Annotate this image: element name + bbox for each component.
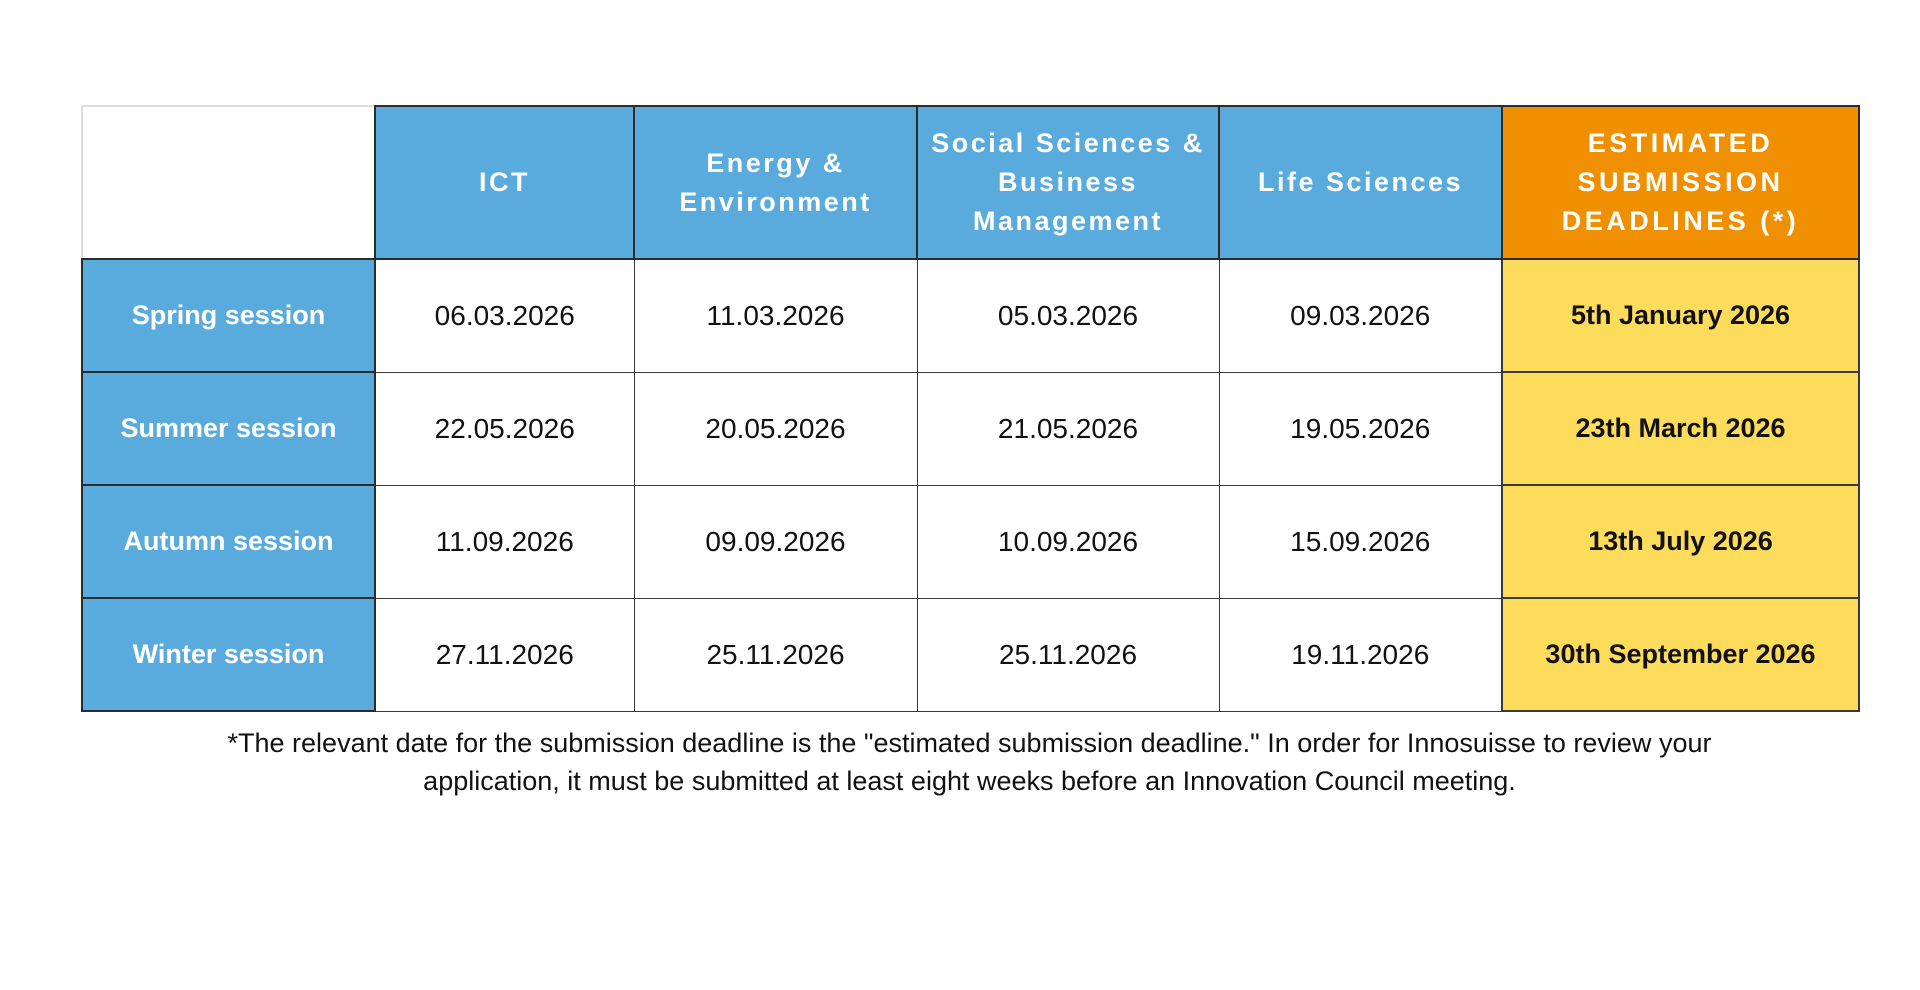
date-cell-autumn-social: 10.09.2026 xyxy=(916,484,1220,599)
row-header-spring-session: Spring session xyxy=(81,258,376,373)
date-cell-summer-social: 21.05.2026 xyxy=(916,371,1220,486)
column-header-estimated-deadlines: ESTIMATED SUBMISSION DEADLINES (*) xyxy=(1501,105,1860,260)
date-cell-autumn-energy: 09.09.2026 xyxy=(633,484,918,599)
table-row-autumn: Autumn session 11.09.2026 09.09.2026 10.… xyxy=(81,484,1860,599)
corner-cell xyxy=(81,105,376,260)
column-header-life-sciences: Life Sciences xyxy=(1218,105,1503,260)
date-cell-summer-ict: 22.05.2026 xyxy=(374,371,635,486)
date-cell-spring-life: 09.03.2026 xyxy=(1218,258,1503,373)
date-cell-summer-life: 19.05.2026 xyxy=(1218,371,1503,486)
footnote-line-2: application, it must be submitted at lea… xyxy=(423,766,1516,796)
date-cell-autumn-life: 15.09.2026 xyxy=(1218,484,1503,599)
session-deadlines-table: ICT Energy & Environment Social Sciences… xyxy=(81,105,1860,712)
date-cell-autumn-ict: 11.09.2026 xyxy=(374,484,635,599)
footnote: *The relevant date for the submission de… xyxy=(81,724,1858,800)
date-cell-winter-social: 25.11.2026 xyxy=(916,597,1220,712)
deadline-cell-autumn: 13th July 2026 xyxy=(1501,484,1860,599)
column-header-energy-environment: Energy & Environment xyxy=(633,105,918,260)
date-cell-spring-energy: 11.03.2026 xyxy=(633,258,918,373)
row-header-autumn-session: Autumn session xyxy=(81,484,376,599)
date-cell-summer-energy: 20.05.2026 xyxy=(633,371,918,486)
row-header-summer-session: Summer session xyxy=(81,371,376,486)
date-cell-winter-ict: 27.11.2026 xyxy=(374,597,635,712)
column-header-ict: ICT xyxy=(374,105,635,260)
deadline-cell-winter: 30th September 2026 xyxy=(1501,597,1860,712)
table-row-summer: Summer session 22.05.2026 20.05.2026 21.… xyxy=(81,371,1860,486)
deadlines-table-container: ICT Energy & Environment Social Sciences… xyxy=(81,105,1860,712)
table-row-spring: Spring session 06.03.2026 11.03.2026 05.… xyxy=(81,258,1860,373)
column-header-social-sciences-business: Social Sciences & Business Management xyxy=(916,105,1220,260)
row-header-winter-session: Winter session xyxy=(81,597,376,712)
table-header-row: ICT Energy & Environment Social Sciences… xyxy=(81,105,1860,260)
deadline-cell-summer: 23th March 2026 xyxy=(1501,371,1860,486)
table-row-winter: Winter session 27.11.2026 25.11.2026 25.… xyxy=(81,597,1860,712)
date-cell-spring-social: 05.03.2026 xyxy=(916,258,1220,373)
deadline-cell-spring: 5th January 2026 xyxy=(1501,258,1860,373)
date-cell-winter-life: 19.11.2026 xyxy=(1218,597,1503,712)
date-cell-spring-ict: 06.03.2026 xyxy=(374,258,635,373)
date-cell-winter-energy: 25.11.2026 xyxy=(633,597,918,712)
footnote-line-1: *The relevant date for the submission de… xyxy=(227,728,1712,758)
